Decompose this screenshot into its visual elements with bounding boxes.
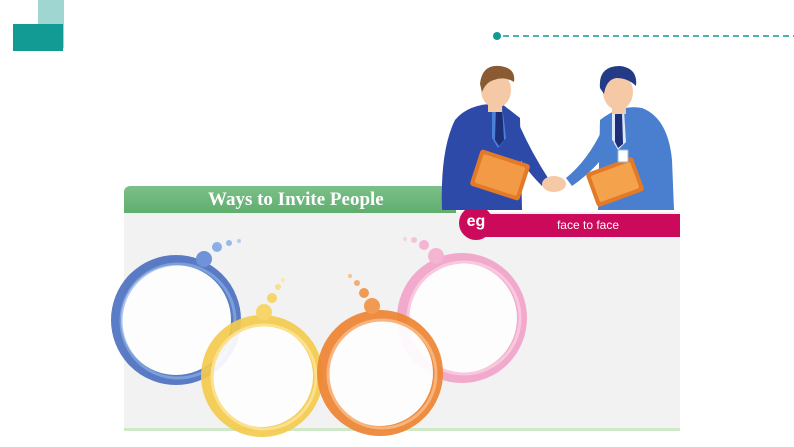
ring-blue [111,239,241,385]
handshake-illustration [441,65,674,210]
example-text: face to face [556,218,620,232]
ring-yellow [201,278,323,437]
businessman-left [441,65,548,210]
handshake-hands [542,176,566,192]
slide-title: Ways to Invite People [208,189,384,210]
title-bar [124,186,456,213]
ring-orange [317,274,443,436]
corner-accent-dark [13,24,63,51]
dashed-divider [493,32,794,40]
example-banner [474,214,680,237]
divider-dot-icon [493,32,501,40]
example-badge: eg [459,206,493,240]
businessman-right [566,66,674,210]
